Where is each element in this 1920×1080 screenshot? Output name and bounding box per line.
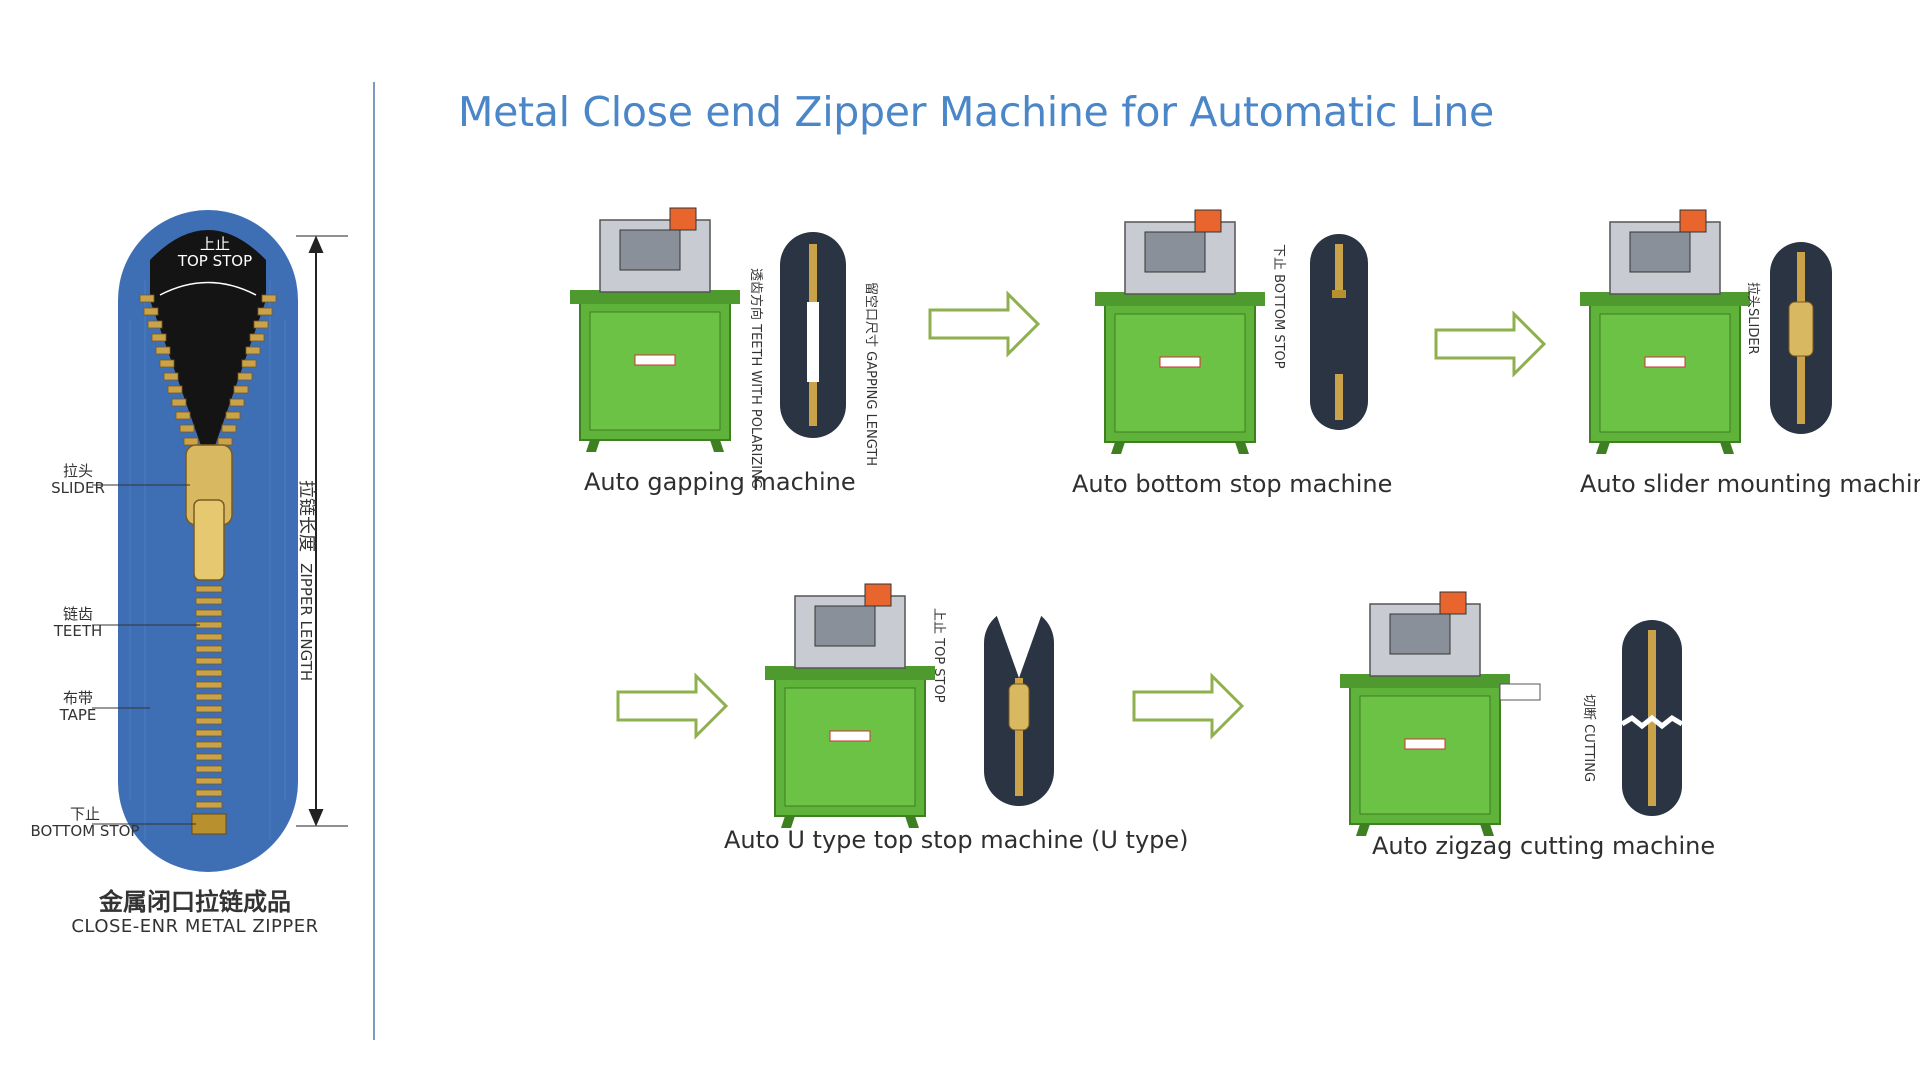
cutting-label: 切断 CUTTING — [1581, 694, 1600, 782]
bottom-stop-label-cn: 下止 — [1271, 244, 1286, 271]
length-arrow — [296, 235, 348, 827]
label-zipper-length-cn: 拉链长度 — [296, 480, 317, 552]
label-top-stop: 上止 TOP STOP — [160, 236, 270, 270]
zipper-diagram — [92, 210, 348, 872]
product-name-cn: 金属闭口拉链成品 — [99, 888, 291, 916]
label-tape: 布带 TAPE — [28, 690, 128, 724]
vertical-divider — [373, 82, 375, 1040]
caption-slider-mounting: Auto slider mounting machine — [1580, 470, 1920, 498]
zipper-teeth — [139, 294, 277, 446]
zipper-sample-bottom-stop — [1310, 234, 1368, 430]
label-teeth: 链齿 TEETH — [28, 606, 128, 640]
label-slider-en: SLIDER — [51, 479, 105, 497]
gapping-label-length-en: GAPPING LENGTH — [863, 351, 878, 467]
arrow-3 — [616, 674, 728, 738]
label-teeth-cn: 链齿 — [62, 605, 93, 623]
caption-bottom-stop: Auto bottom stop machine — [1072, 470, 1393, 498]
label-tape-en: TAPE — [59, 706, 97, 724]
cutting-label-cn: 切断 — [1581, 694, 1596, 721]
arrow-4 — [1132, 674, 1244, 738]
caption-zigzag-cutting: Auto zigzag cutting machine — [1372, 832, 1716, 860]
zipper-bottom-stop — [191, 813, 227, 835]
zipper-sample-top-stop — [984, 608, 1054, 806]
cutting-label-en: CUTTING — [1581, 724, 1596, 783]
label-top-stop-cn: 上止 — [199, 235, 230, 253]
top-stop-label-cn: 上止 — [931, 608, 946, 635]
machine-slider-mounting-image — [1579, 209, 1751, 455]
label-tape-cn: 布带 — [62, 689, 93, 707]
page-title: Metal Close end Zipper Machine for Autom… — [458, 88, 1494, 136]
product-name-en: CLOSE-ENR METAL ZIPPER — [71, 916, 319, 937]
bottom-stop-label-en: BOTTOM STOP — [1271, 274, 1286, 369]
gapping-label-teeth-en: TEETH WITH POLARIZING — [748, 324, 763, 489]
machine-gapping-image — [569, 207, 741, 453]
label-zipper-length: 拉链长度 ZIPPER LENGTH — [296, 480, 317, 682]
arrow-1 — [928, 292, 1040, 356]
label-bottom-stop: 下止 BOTTOM STOP — [10, 806, 160, 840]
label-top-stop-en: TOP STOP — [177, 252, 253, 270]
top-stop-label-en: TOP STOP — [931, 638, 946, 703]
machine-u-type-top-stop-image — [764, 583, 936, 829]
caption-u-type-top-stop: Auto U type top stop machine (U type) — [724, 826, 1189, 854]
label-bottom-stop-cn: 下止 — [69, 805, 100, 823]
bottom-stop-label: 下止 BOTTOM STOP — [1271, 244, 1290, 369]
machine-bottom-stop-image — [1094, 209, 1266, 455]
top-stop-label: 上止 TOP STOP — [931, 608, 950, 703]
zipper-slider — [185, 444, 233, 581]
label-bottom-stop-en: BOTTOM STOP — [30, 822, 140, 840]
gapping-label-length: 留空口尺寸 GAPPING LENGTH — [863, 282, 882, 466]
slider-label: 拉头SLIDER — [1745, 282, 1760, 355]
gapping-label-teeth: 透齿方向 TEETH WITH POLARIZING — [748, 268, 767, 489]
gapping-label-teeth-cn: 透齿方向 — [748, 268, 763, 321]
machine-zigzag-cutting-image — [1339, 591, 1541, 837]
gapping-label-length-cn: 留空口尺寸 — [863, 282, 878, 348]
zipper-sample-gapping — [780, 232, 846, 438]
caption-gapping: Auto gapping machine — [584, 468, 856, 496]
zipper-sample-cutting — [1620, 620, 1684, 816]
label-teeth-en: TEETH — [53, 622, 103, 640]
arrow-2 — [1434, 312, 1546, 376]
label-slider: 拉头 SLIDER — [28, 463, 128, 497]
zipper-sample-slider — [1770, 242, 1832, 434]
label-slider-cn: 拉头 — [62, 462, 93, 480]
label-zipper-length-en: ZIPPER LENGTH — [297, 563, 315, 682]
